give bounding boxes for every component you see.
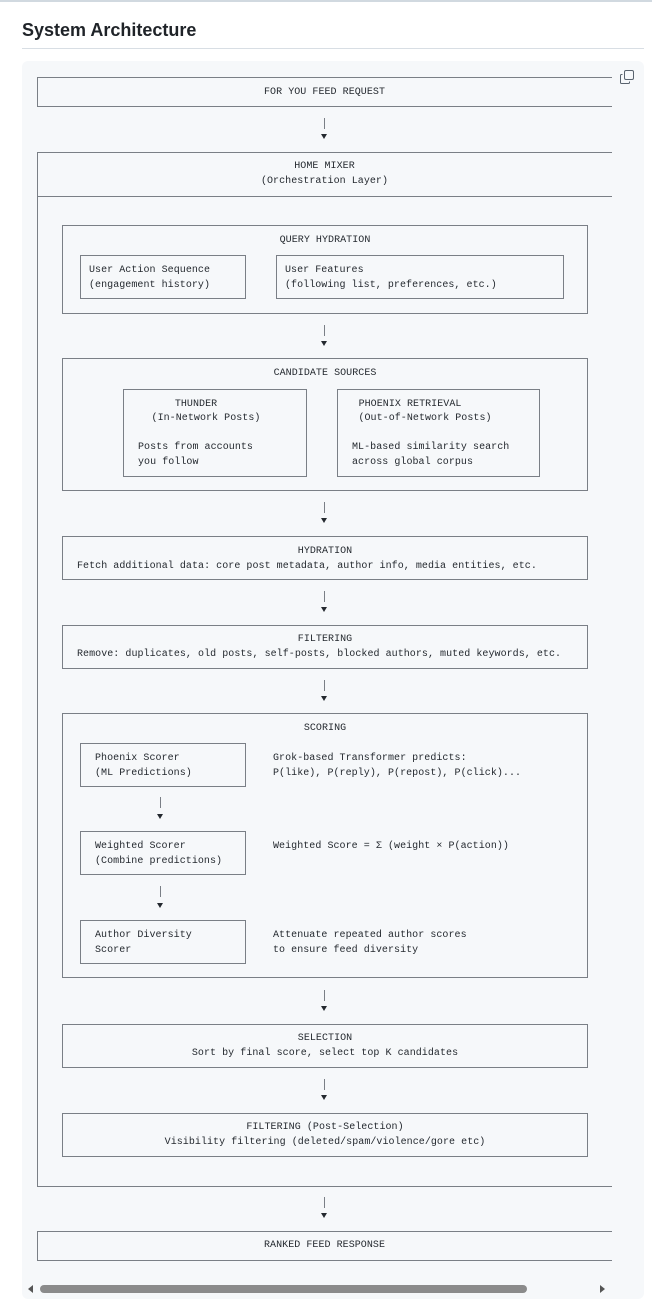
phoenix-scorer-box xyxy=(80,743,246,787)
author-diversity-line2: Scorer xyxy=(95,945,132,956)
down-arrow-icon xyxy=(321,134,327,139)
down-arrow-icon xyxy=(321,1213,327,1218)
user-features-line1: User Features xyxy=(285,265,364,276)
hydration-box xyxy=(62,536,588,580)
query-hydration-title: QUERY HYDRATION xyxy=(279,235,371,246)
ranked-feed-response-box xyxy=(37,1231,612,1261)
code-block xyxy=(22,61,644,1299)
phoenix-scorer-line1: Phoenix Scorer xyxy=(95,753,180,764)
down-arrow-icon xyxy=(321,696,327,701)
flow-line xyxy=(324,1197,325,1208)
query-hydration-box xyxy=(62,225,588,314)
scrollbar-thumb[interactable] xyxy=(40,1285,527,1293)
flow-line xyxy=(160,886,161,897)
hydration-desc: Fetch additional data: core post metadat… xyxy=(77,561,537,572)
filtering-desc: Remove: duplicates, old posts, self-post… xyxy=(77,649,562,660)
home-mixer-box xyxy=(37,152,612,1187)
user-features-box xyxy=(276,255,564,299)
phoenix-retrieval-title: PHOENIX RETRIEVAL xyxy=(358,399,462,410)
home-mixer-title: HOME MIXER xyxy=(294,161,355,172)
weighted-scorer-line1: Weighted Scorer xyxy=(95,841,186,852)
user-action-line2: (engagement history) xyxy=(89,280,211,291)
thunder-box xyxy=(123,389,307,477)
copy-icon[interactable] xyxy=(620,70,634,84)
post-filtering-desc: Visibility filtering (deleted/spam/viole… xyxy=(164,1137,486,1148)
hydration-title: HYDRATION xyxy=(297,546,353,557)
weighted-scorer-note: Weighted Score = Σ (weight × P(action)) xyxy=(273,841,509,852)
down-arrow-icon xyxy=(321,607,327,612)
author-diversity-line1: Author Diversity xyxy=(95,930,192,941)
thunder-title: THUNDER xyxy=(174,399,218,410)
candidate-sources-box xyxy=(62,358,588,491)
scoring-box xyxy=(62,713,588,978)
phoenix-retrieval-box xyxy=(337,389,540,477)
down-arrow-icon xyxy=(157,903,163,908)
phoenix-retrieval-desc2: across global corpus xyxy=(352,457,474,468)
phoenix-retrieval-subtitle: (Out-of-Network Posts) xyxy=(358,413,492,424)
flow-line xyxy=(324,1079,325,1090)
author-diversity-box xyxy=(80,920,246,964)
flow-line xyxy=(324,591,325,602)
phoenix-retrieval-desc1: ML-based similarity search xyxy=(352,442,510,453)
post-filtering-box xyxy=(62,1113,588,1157)
selection-desc: Sort by final score, select top K candid… xyxy=(191,1048,459,1059)
weighted-scorer-box xyxy=(80,831,246,875)
section-heading: System Architecture xyxy=(22,20,197,40)
scroll-left-icon[interactable] xyxy=(28,1285,33,1293)
down-arrow-icon xyxy=(321,341,327,346)
weighted-scorer-line2: (Combine predictions) xyxy=(95,856,223,867)
heading-divider xyxy=(22,48,644,49)
home-mixer-subtitle: (Orchestration Layer) xyxy=(260,176,389,187)
flow-line xyxy=(324,502,325,513)
author-diversity-note1: Attenuate repeated author scores xyxy=(273,930,467,941)
feed-request-box xyxy=(37,77,612,107)
user-action-box xyxy=(80,255,246,299)
phoenix-scorer-note2: P(like), P(reply), P(repost), P(click)..… xyxy=(273,768,522,779)
home-mixer-divider xyxy=(37,196,612,197)
selection-box xyxy=(62,1024,588,1068)
filtering-title: FILTERING xyxy=(297,634,353,645)
post-filtering-title: FILTERING (Post-Selection) xyxy=(246,1122,404,1133)
user-action-line1: User Action Sequence xyxy=(89,265,211,276)
flow-line xyxy=(324,325,325,336)
candidate-sources-title: CANDIDATE SOURCES xyxy=(273,368,377,379)
flow-line xyxy=(324,990,325,1001)
down-arrow-icon xyxy=(157,814,163,819)
scoring-title: SCORING xyxy=(303,723,347,734)
feed-request-label: FOR YOU FEED REQUEST xyxy=(263,87,386,98)
phoenix-scorer-line2: (ML Predictions) xyxy=(95,768,192,779)
thunder-subtitle: (In-Network Posts) xyxy=(151,413,261,424)
scroll-right-icon[interactable] xyxy=(600,1285,605,1293)
flow-line xyxy=(324,680,325,691)
down-arrow-icon xyxy=(321,1006,327,1011)
selection-title: SELECTION xyxy=(297,1033,353,1044)
thunder-desc1: Posts from accounts xyxy=(138,442,253,453)
filtering-box xyxy=(62,625,588,669)
flow-line xyxy=(324,118,325,129)
top-divider xyxy=(0,0,652,2)
flow-line xyxy=(160,797,161,808)
thunder-desc2: you follow xyxy=(138,457,199,468)
phoenix-scorer-note1: Grok-based Transformer predicts: xyxy=(273,753,467,764)
down-arrow-icon xyxy=(321,518,327,523)
ranked-feed-response-label: RANKED FEED RESPONSE xyxy=(263,1240,386,1251)
user-features-line2: (following list, preferences, etc.) xyxy=(285,280,497,291)
author-diversity-note2: to ensure feed diversity xyxy=(273,945,419,956)
down-arrow-icon xyxy=(321,1095,327,1100)
